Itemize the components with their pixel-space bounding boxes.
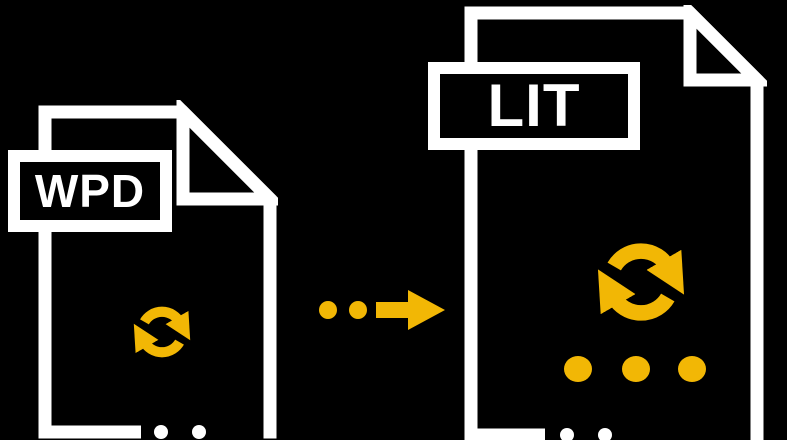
ellipsis-dot [564, 356, 592, 382]
convert-arrow-icon [319, 290, 445, 330]
target-edge-dot [598, 428, 612, 440]
ellipsis-dot [622, 356, 650, 382]
target-folded-corner [683, 5, 767, 87]
target-format-label: LIT [428, 62, 640, 150]
source-edge-dot [192, 425, 206, 439]
target-format-text: LIT [487, 72, 581, 139]
target-edge-dot [560, 428, 574, 440]
sync-icon [133, 306, 191, 358]
source-format-text: WPD [34, 165, 146, 217]
ellipsis-dot [678, 356, 706, 382]
sync-icon [597, 243, 685, 321]
source-format-label: WPD [8, 150, 172, 232]
source-folded-corner [176, 100, 278, 206]
source-edge-dot [154, 425, 168, 439]
